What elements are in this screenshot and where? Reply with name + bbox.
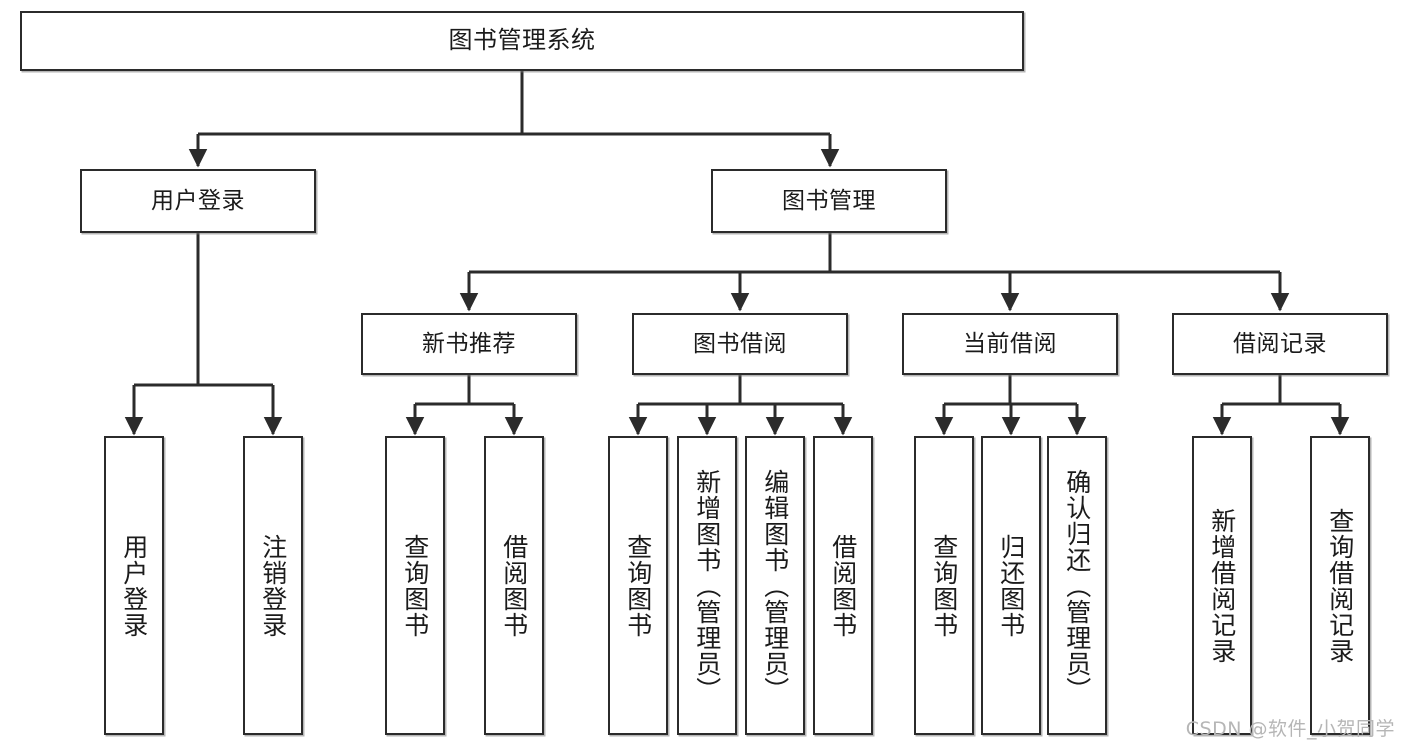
node-label: 借阅记录 [1233,330,1327,357]
leaf-user-login-signout[interactable]: 注销登录 [243,436,303,735]
node-label: 查询图书 [623,533,653,638]
node-label: 图书管理系统 [448,26,596,55]
node-book-management[interactable]: 图书管理 [711,169,947,233]
node-label: 查询图书 [400,533,430,638]
leaf-current-confirm-return-admin[interactable]: 确认归还（管理员） [1047,436,1107,735]
leaf-record-query-borrow-record[interactable]: 查询借阅记录 [1310,436,1370,735]
leaf-borrow-borrow-books[interactable]: 借阅图书 [813,436,873,735]
node-user-login[interactable]: 用户登录 [80,169,316,233]
leaf-record-add-borrow-record[interactable]: 新增借阅记录 [1192,436,1252,735]
leaf-borrow-query-books[interactable]: 查询图书 [608,436,668,735]
csdn-watermark: CSDN @软件_小贺同学 [1185,718,1395,740]
node-borrowing-record[interactable]: 借阅记录 [1172,313,1388,375]
node-label: 确认归还（管理员） [1062,468,1092,703]
node-book-borrowing[interactable]: 图书借阅 [632,313,848,375]
node-label: 用户登录 [151,187,245,214]
leaf-current-query-books[interactable]: 查询图书 [914,436,974,735]
node-current-borrowing[interactable]: 当前借阅 [902,313,1118,375]
node-label: 图书借阅 [693,330,787,357]
node-new-book-recommendation[interactable]: 新书推荐 [361,313,577,375]
leaf-current-return-books[interactable]: 归还图书 [981,436,1041,735]
node-label: 编辑图书（管理员） [760,468,790,703]
node-label: 新增图书（管理员） [692,468,722,703]
node-label: 注销登录 [258,533,288,638]
leaf-borrow-edit-book-admin[interactable]: 编辑图书（管理员） [745,436,805,735]
node-label: 用户登录 [119,533,149,638]
node-label: 借阅图书 [828,533,858,638]
node-label: 查询借阅记录 [1325,507,1355,664]
node-label: 当前借阅 [963,330,1057,357]
node-label: 借阅图书 [499,533,529,638]
node-label: 新书推荐 [422,330,516,357]
node-label: 新增借阅记录 [1207,507,1237,664]
leaf-user-login-signin[interactable]: 用户登录 [104,436,164,735]
node-label: 查询图书 [929,533,959,638]
node-label: 归还图书 [996,533,1026,638]
node-label: 图书管理 [782,187,876,214]
node-root-book-management-system[interactable]: 图书管理系统 [20,11,1024,71]
leaf-new-book-borrow-books[interactable]: 借阅图书 [484,436,544,735]
leaf-new-book-query-books[interactable]: 查询图书 [385,436,445,735]
leaf-borrow-add-book-admin[interactable]: 新增图书（管理员） [677,436,737,735]
